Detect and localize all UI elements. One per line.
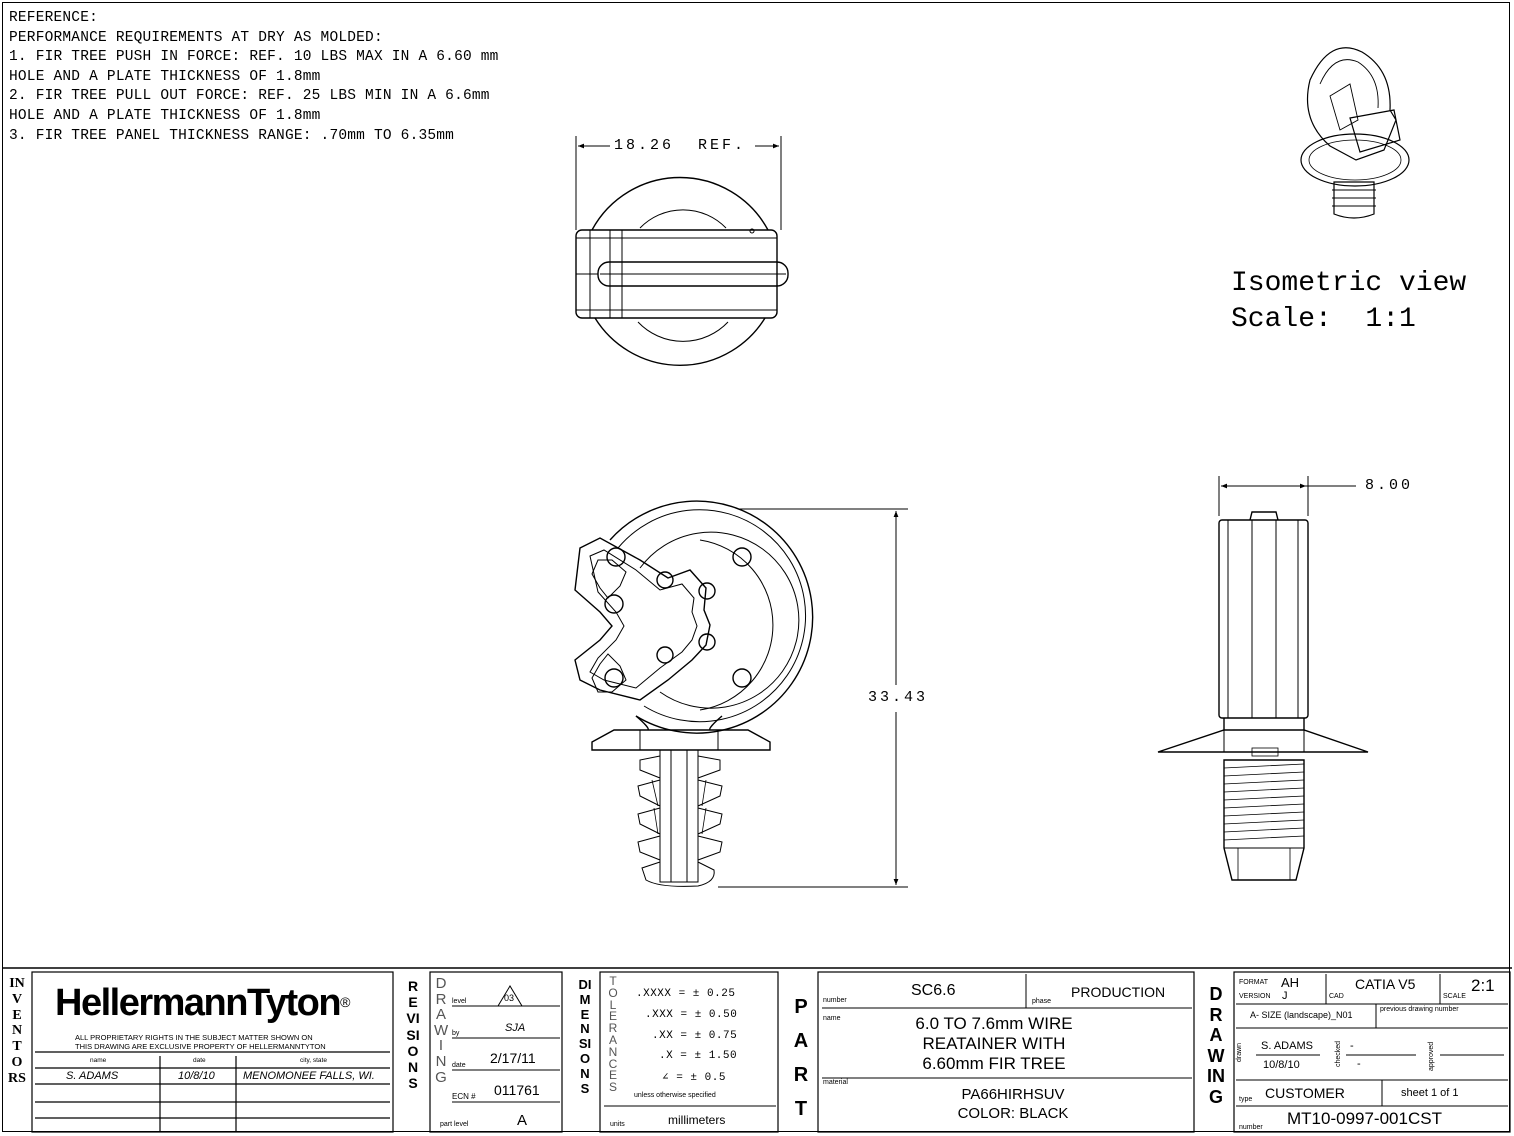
- scale: 2:1: [1471, 976, 1495, 995]
- iso-title: Isometric view: [1231, 268, 1467, 299]
- note-line: 3. FIR TREE PANEL THICKNESS RANGE: .70mm…: [9, 127, 455, 144]
- ecn-number: 011761: [494, 1082, 540, 1098]
- approved-label: approved: [1428, 1041, 1435, 1071]
- part-name-line3: 6.60mm FIR TREE: [922, 1054, 1066, 1073]
- phase: PRODUCTION: [1071, 984, 1166, 1000]
- logo-text: HellermannTyton: [55, 982, 342, 1024]
- part-number-label: number: [823, 997, 847, 1004]
- revision-by: SJA: [505, 1022, 526, 1034]
- tolerance-x: .X = ± 1.50: [659, 1050, 738, 1062]
- drawing-vertical-label: DRAWING: [434, 975, 449, 1086]
- dim-top-width: 18.26 REF.: [612, 137, 749, 154]
- drawn-label: drawn: [1236, 1042, 1243, 1062]
- revision-level: 03: [504, 993, 515, 1003]
- drawing-number: MT10-0997-001CST: [1287, 1109, 1442, 1128]
- material-label: material: [823, 1079, 848, 1086]
- sheet-size: A- SIZE (landscape)_N01: [1250, 1010, 1353, 1020]
- part-color: COLOR: BLACK: [957, 1105, 1069, 1122]
- revisions-side-label: REVISIONS: [406, 978, 420, 1092]
- inventor-date: 10/8/10: [178, 1070, 215, 1082]
- drawn-date: 10/8/10: [1263, 1059, 1300, 1071]
- note-line: REFERENCE:: [9, 10, 99, 26]
- units-value: millimeters: [668, 1113, 726, 1127]
- top-view: [575, 136, 789, 366]
- drawing-type: CUSTOMER: [1265, 1085, 1345, 1101]
- note-line: HOLE AND A PLATE THICKNESS OF 1.8mm: [9, 68, 321, 85]
- drawing-side-label: DRAWING: [1207, 984, 1225, 1107]
- part-number: SC6.6: [911, 982, 956, 999]
- checked-by: -: [1350, 1040, 1354, 1052]
- revision-date: 2/17/11: [490, 1050, 536, 1066]
- phase-label: phase: [1032, 998, 1052, 1005]
- part-level-label: part level: [440, 1121, 469, 1128]
- inventors-side-label: INVENTORS: [8, 976, 26, 1086]
- ecn-label: ECN #: [452, 1092, 476, 1101]
- format: AH: [1281, 975, 1300, 990]
- note-line: PERFORMANCE REQUIREMENTS AT DRY AS MOLDE…: [9, 29, 383, 46]
- inventor-col-name: name: [90, 1057, 107, 1064]
- revision-level-label: level: [452, 998, 467, 1005]
- checked-label: checked: [1335, 1040, 1342, 1067]
- inventor-col-city: city, state: [300, 1057, 327, 1064]
- tolerance-xxx: .XXX = ± 0.50: [645, 1009, 738, 1021]
- dim-side-width: 8.00: [1363, 477, 1416, 494]
- tolerance-xxxx: .XXXX = ± 0.25: [636, 988, 736, 1000]
- dimensions-side-label: DIMENSIONS: [578, 977, 592, 1096]
- note-line: 2. FIR TREE PULL OUT FORCE: REF. 25 LBS …: [9, 88, 490, 105]
- sheet-count: sheet 1 of 1: [1401, 1087, 1459, 1099]
- inventor-col-date: date: [193, 1057, 206, 1064]
- front-view: [574, 500, 908, 888]
- revision-date-label: date: [452, 1062, 466, 1069]
- unless-otherwise-specified: unless otherwise specified: [634, 1092, 716, 1099]
- scale-label: SCALE: [1443, 993, 1466, 1000]
- part-name-line2: REATAINER WITH: [922, 1034, 1066, 1053]
- drawn-by: S. ADAMS: [1261, 1040, 1313, 1052]
- reference-notes: REFERENCE: PERFORMANCE REQUIREMENTS AT DR…: [9, 9, 499, 146]
- drawing-number-label: number: [1239, 1124, 1263, 1131]
- part-level: A: [517, 1112, 528, 1129]
- iso-scale: Scale: 1:1: [1231, 304, 1416, 335]
- rights-notice-line1: ALL PROPRIETARY RIGHTS IN THE SUBJECT MA…: [75, 1033, 313, 1042]
- version-label: VERSION: [1239, 993, 1271, 1000]
- tolerances-vertical-label: TOLERANCES: [608, 974, 618, 1095]
- inventor-name: S. ADAMS: [66, 1070, 119, 1082]
- version: J: [1282, 990, 1288, 1002]
- hellermanntyton-logo: HellermannTyton®: [55, 982, 350, 1025]
- cad-label: CAD: [1329, 993, 1344, 1000]
- tolerance-xx: .XX = ± 0.75: [652, 1030, 738, 1042]
- format-label: FORMAT: [1239, 979, 1269, 986]
- material: PA66HIRHSUV: [961, 1086, 1065, 1103]
- part-name-line1: 6.0 TO 7.6mm WIRE: [915, 1014, 1073, 1033]
- tolerance-angle: ∠ = ± 0.5: [662, 1072, 726, 1084]
- rights-notice-line2: THIS DRAWING ARE EXCLUSIVE PROPERTY OF H…: [75, 1042, 326, 1051]
- title-block-grid: [2, 967, 1512, 1133]
- inventor-city: MENOMONEE FALLS, WI.: [243, 1070, 375, 1082]
- previous-drawing-label: previous drawing number: [1380, 1006, 1459, 1013]
- cad: CATIA V5: [1355, 976, 1416, 992]
- isometric-view: [1300, 47, 1410, 219]
- checked-date: -: [1357, 1058, 1361, 1070]
- side-view: [1157, 476, 1369, 881]
- dim-height: 33.43: [866, 689, 931, 706]
- units-label: units: [610, 1121, 625, 1128]
- note-line: HOLE AND A PLATE THICKNESS OF 1.8mm: [9, 107, 321, 124]
- part-side-label: PART: [793, 996, 809, 1120]
- type-label: type: [1239, 1096, 1253, 1103]
- registered-mark: ®: [340, 994, 350, 1010]
- part-name-label: name: [823, 1015, 841, 1022]
- revision-by-label: by: [452, 1030, 460, 1037]
- note-line: 1. FIR TREE PUSH IN FORCE: REF. 10 LBS M…: [9, 49, 499, 66]
